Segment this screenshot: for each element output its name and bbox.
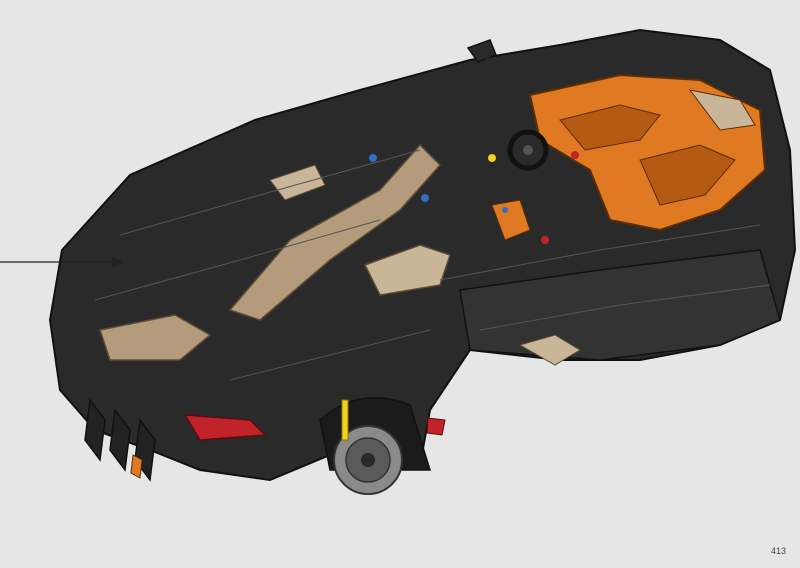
rear-diffuser [84,398,156,482]
rear-light [183,414,267,441]
engine-detail-2 [639,144,736,206]
pins [369,151,579,244]
side-mirror [466,39,497,63]
panel-lines [94,149,771,381]
orange-bracket [491,199,531,241]
page-number: 413 [770,546,786,556]
red-accent [426,417,446,436]
engine-detail-1 [559,104,661,151]
engine-detail-3 [688,89,756,131]
steering-wheel [507,129,549,171]
tan-panel-top [269,164,326,201]
orange-exhaust [130,454,143,479]
steering-hub [523,145,533,155]
arrow-icon [0,257,124,267]
rear-wheel [319,396,432,495]
tan-panel-rear [99,314,212,361]
tan-panel [363,244,451,296]
tan-panel-side [518,334,581,366]
